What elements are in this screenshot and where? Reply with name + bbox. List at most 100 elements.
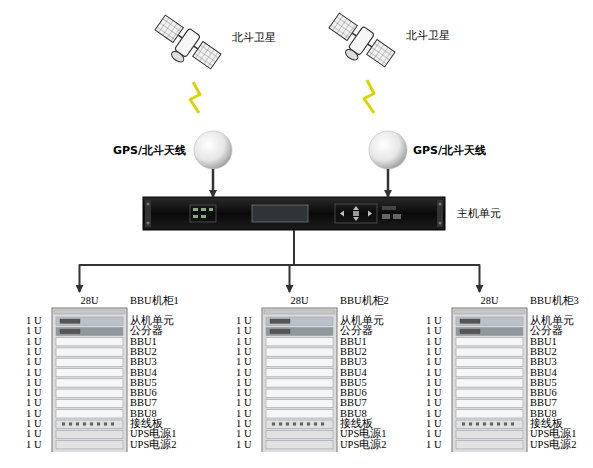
cabinet-node: 28UBBU机柜31 U从机单元1 U公分器1 UBBU11 UBBU21 UB… bbox=[422, 292, 592, 452]
antenna-node: GPS/北斗天线 bbox=[194, 131, 232, 169]
unit-height-label: 1 U bbox=[26, 388, 41, 398]
rack-height-label: 28U bbox=[452, 295, 527, 307]
cabinet-label: BBU机柜2 bbox=[340, 295, 389, 307]
unit-height-label: 1 U bbox=[426, 440, 441, 450]
device-label: BBU3 bbox=[130, 357, 157, 367]
device-label: BBU1 bbox=[530, 337, 557, 347]
signal-bolt bbox=[190, 82, 200, 113]
satellite-node: 北斗卫星 bbox=[332, 8, 394, 74]
unit-height-label: 1 U bbox=[426, 419, 441, 429]
rack-unit-row: 1 UBBU7 bbox=[232, 398, 402, 408]
unit-height-label: 1 U bbox=[236, 388, 251, 398]
device-label: BBU5 bbox=[340, 378, 367, 388]
device-label: BBU3 bbox=[340, 357, 367, 367]
device-label: BBU4 bbox=[130, 368, 157, 378]
rack-unit-row: 1 U从机单元 bbox=[22, 316, 192, 326]
unit-height-label: 1 U bbox=[236, 337, 251, 347]
device-label: 接线板 bbox=[130, 419, 163, 429]
satellite-drawing bbox=[148, 13, 223, 80]
rack-unit-row: 1 UBBU6 bbox=[232, 388, 402, 398]
device-label: BBU8 bbox=[530, 409, 557, 419]
rack-unit-row: 1 U BBU2 bbox=[22, 347, 192, 357]
device-label: BBU4 bbox=[340, 368, 367, 378]
unit-height-label: 1 U bbox=[426, 316, 441, 326]
rack-unit-row: 1 U 从机单元 bbox=[422, 316, 592, 326]
unit-height-label: 1 U bbox=[236, 347, 251, 357]
feed-arrow bbox=[212, 169, 215, 197]
antenna-label: GPS/北斗天线 bbox=[413, 143, 486, 158]
unit-height-label: 1 U bbox=[26, 316, 41, 326]
unit-height-label: 1 U bbox=[426, 398, 441, 408]
device-label: BBU8 bbox=[340, 409, 367, 419]
unit-height-label: 1 U bbox=[26, 419, 41, 429]
rack-unit-row: 1 U从机单元 bbox=[232, 316, 402, 326]
rack-unit-row: 1 UBBU8 bbox=[22, 409, 192, 419]
unit-height-label: 1 U bbox=[426, 357, 441, 367]
device-label: 公分器 bbox=[530, 326, 563, 336]
rack-unit-row: 1 UUPS电源2 bbox=[22, 440, 192, 450]
device-label: BBU3 bbox=[530, 357, 557, 367]
unit-height-label: 1 U bbox=[236, 316, 251, 326]
rack-unit-row: 1 U BBU4 bbox=[232, 368, 402, 378]
device-label: BBU2 bbox=[130, 347, 157, 357]
rack-unit-row: 1 UBBU7 bbox=[22, 398, 192, 408]
cabinet-label: BBU机柜3 bbox=[530, 295, 579, 307]
rack-unit-row: 1 U BBU6 bbox=[22, 388, 192, 398]
rack-unit-row: 1 UBBU3 bbox=[22, 357, 192, 367]
unit-height-label: 1 U bbox=[426, 347, 441, 357]
unit-height-label: 1 U bbox=[26, 337, 41, 347]
unit-label: 主机单元 bbox=[457, 206, 501, 221]
device-label: BBU2 bbox=[530, 347, 557, 357]
rack-unit-row: 1 UUPS电源1 bbox=[22, 429, 192, 439]
unit-height-label: 1 U bbox=[426, 337, 441, 347]
device-label: BBU4 bbox=[530, 368, 557, 378]
device-label: BBU8 bbox=[130, 409, 157, 419]
device-label: UPS电源1 bbox=[530, 429, 577, 439]
main-unit-node: 主机单元 bbox=[143, 197, 445, 230]
rack-unit-row: 1 U BBU4 bbox=[22, 368, 192, 378]
rack-unit-row: 1 U UPS电源1 bbox=[422, 429, 592, 439]
unit-height-label: 1 U bbox=[426, 409, 441, 419]
rack-unit-row: 1 U BBU2 bbox=[422, 347, 592, 357]
rack-unit-row: 1 UBBU3 bbox=[232, 357, 402, 367]
unit-height-label: 1 U bbox=[26, 326, 41, 336]
cabinet-node: 28UBBU机柜11 U从机单元1 U公分器1 UBBU11 UBBU21 UB… bbox=[22, 292, 192, 452]
device-label: BBU6 bbox=[130, 388, 157, 398]
unit-height-label: 1 U bbox=[26, 398, 41, 408]
rack-unit-row: 1 U BBU1 bbox=[422, 337, 592, 347]
unit-height-label: 1 U bbox=[426, 429, 441, 439]
main-unit-drawing bbox=[143, 197, 445, 230]
device-label: BBU1 bbox=[130, 337, 157, 347]
unit-height-label: 1 U bbox=[236, 326, 251, 336]
device-label: 从机单元 bbox=[530, 316, 574, 326]
device-label: BBU7 bbox=[530, 398, 557, 408]
rack-unit-row: 1 UBBU5 bbox=[22, 378, 192, 388]
rack-unit-row: 1 U 接线板 bbox=[22, 419, 192, 429]
rack-unit-row: 1 UBBU5 bbox=[422, 378, 592, 388]
cabinet-label: BBU机柜1 bbox=[130, 295, 179, 307]
unit-height-label: 1 U bbox=[236, 440, 251, 450]
unit-height-label: 1 U bbox=[236, 368, 251, 378]
rack-height-label: 28U bbox=[262, 295, 337, 307]
device-label: BBU2 bbox=[340, 347, 367, 357]
rack-unit-row: 1 U BBU1 bbox=[22, 337, 192, 347]
unit-height-label: 1 U bbox=[26, 347, 41, 357]
device-label: 公分器 bbox=[130, 326, 163, 336]
unit-height-label: 1 U bbox=[236, 409, 251, 419]
rack-unit-row: 1 U接线板 bbox=[232, 419, 402, 429]
unit-height-label: 1 U bbox=[26, 368, 41, 378]
rack-unit-row: 1 U公分器 bbox=[422, 326, 592, 336]
unit-height-label: 1 U bbox=[236, 429, 251, 439]
device-label: BBU6 bbox=[530, 388, 557, 398]
cabinet-node: 28UBBU机柜21 U从机单元1 U公分器1 UBBU11 UBBU21 UB… bbox=[232, 292, 402, 452]
unit-height-label: 1 U bbox=[426, 368, 441, 378]
rack-unit-row: 1 U 公分器 bbox=[22, 326, 192, 336]
rack-unit-row: 1 U BBU8 bbox=[232, 409, 402, 419]
device-label: UPS电源2 bbox=[340, 440, 387, 450]
device-label: BBU5 bbox=[130, 378, 157, 388]
rack-unit-row: 1 UBBU5 bbox=[232, 378, 402, 388]
distribution-line bbox=[80, 230, 295, 292]
unit-height-label: 1 U bbox=[236, 419, 251, 429]
antenna-node: GPS/北斗天线 bbox=[369, 131, 407, 169]
